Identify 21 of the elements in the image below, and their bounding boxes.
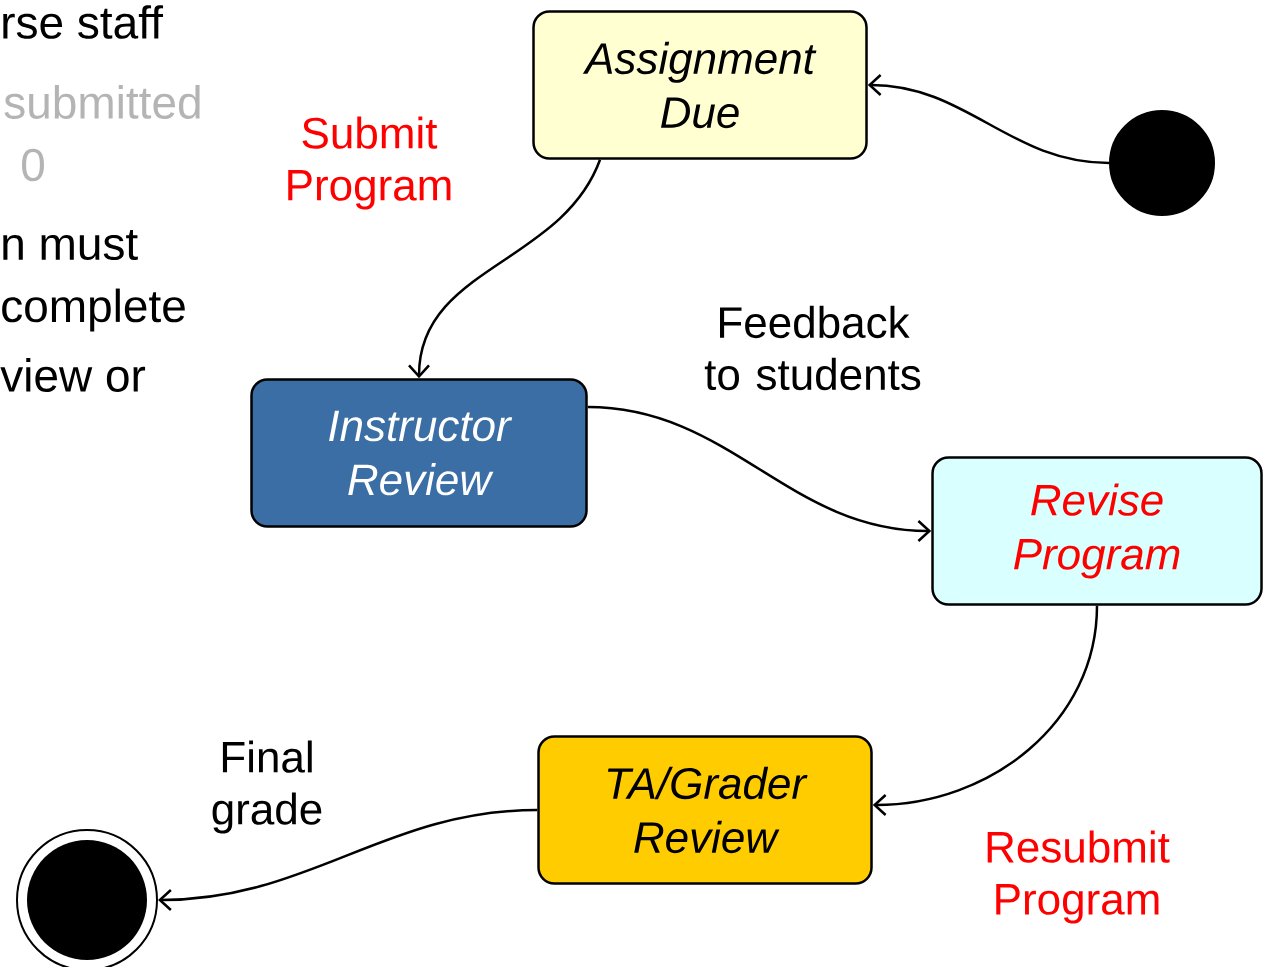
edge-label: Submit Program	[288, 116, 451, 210]
arrow	[872, 605, 1099, 816]
side-text: n must	[3, 229, 138, 261]
side-text: rse staff	[3, 5, 164, 39]
side-text: complete	[2, 288, 185, 332]
side-text: view or	[0, 358, 146, 392]
edge-label: Feedback to students	[704, 305, 921, 391]
state-box: Instructor Review	[250, 378, 588, 528]
final-state-circle	[16, 829, 158, 967]
arrow	[158, 808, 538, 911]
state-box: TA/Grader Review	[537, 735, 873, 885]
side-text: 0	[22, 148, 44, 182]
start-circle	[1109, 110, 1215, 216]
arrow	[867, 74, 1110, 165]
edge-label: Resubmit Program	[987, 830, 1170, 924]
side-text: submitted	[4, 85, 200, 119]
state-box: Assignment Due	[532, 10, 868, 160]
arrow	[587, 405, 932, 542]
state-box: Revise Program	[931, 456, 1263, 606]
arrow	[408, 159, 602, 379]
edge-label: Final grade	[212, 740, 322, 834]
